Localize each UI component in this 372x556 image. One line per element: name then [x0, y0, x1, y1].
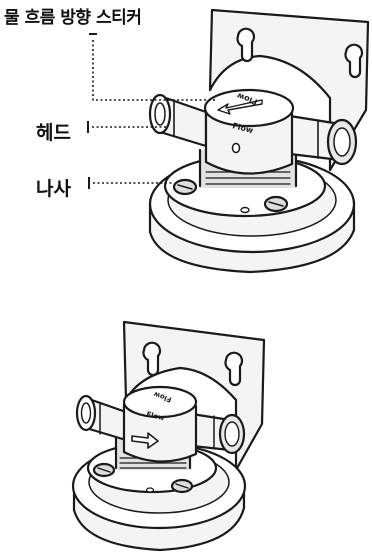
bottom-filter-assembly [71, 320, 266, 552]
top-inlet-port [148, 93, 208, 148]
top-screw-right [263, 195, 289, 213]
screw-label: 나사 [36, 178, 71, 200]
sticker-leader [92, 40, 216, 101]
top-filter-assembly [148, 8, 370, 274]
bottom-flow-arrow-icon [131, 432, 159, 449]
flow-direction-sticker-label: 물 흐름 방향 스티커 [4, 8, 142, 28]
top-outlet-port [288, 114, 358, 166]
leader-lines [92, 40, 216, 184]
bracket-slot-left [236, 27, 255, 63]
bottom-head-body [122, 402, 198, 463]
top-screw-left [172, 178, 198, 196]
bracket-slot-right [344, 43, 363, 79]
top-head-body [204, 108, 294, 175]
head-label: 헤드 [36, 122, 71, 144]
flow-arrow-icon [217, 99, 263, 115]
top-head-cap [203, 88, 295, 128]
